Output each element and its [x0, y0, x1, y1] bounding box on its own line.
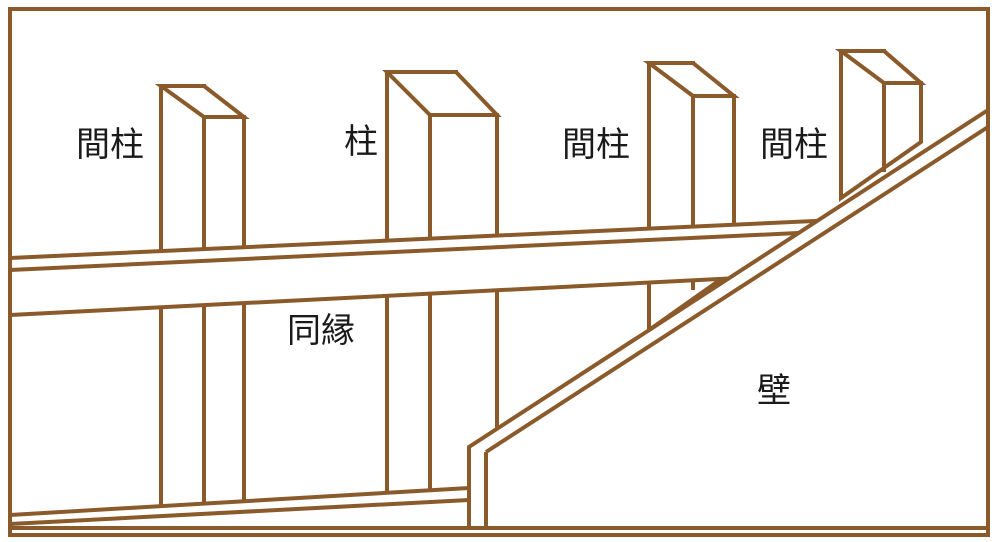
label-hashira: 柱: [344, 122, 378, 162]
label-kabe: 壁: [757, 371, 791, 411]
label-mabashira-1: 間柱: [76, 125, 144, 165]
label-dobuchi: 同縁: [287, 311, 355, 351]
stud-4: [834, 49, 927, 202]
label-mabashira-2: 間柱: [562, 125, 630, 165]
label-mabashira-3: 間柱: [760, 125, 828, 165]
post: [382, 70, 502, 530]
